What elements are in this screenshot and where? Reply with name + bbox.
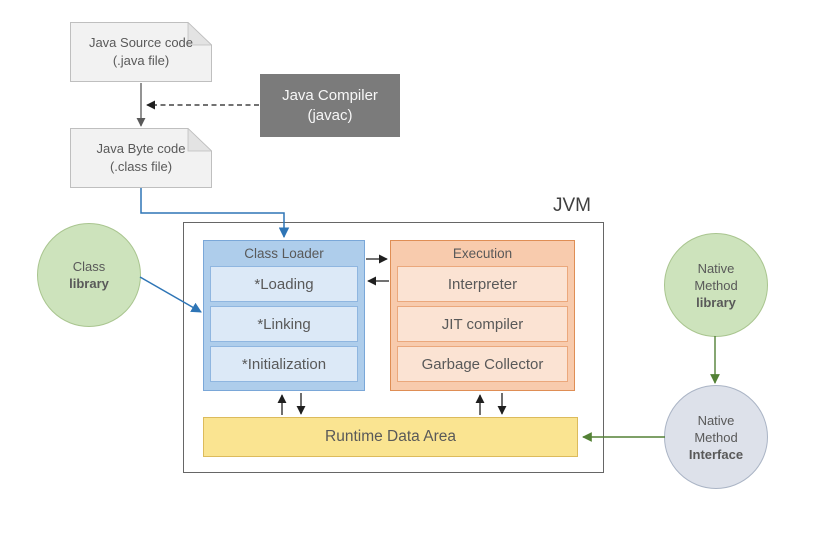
execution-item-interpreter: Interpreter [397, 266, 568, 302]
java-byte-code-node: Java Byte code (.class file) [70, 128, 212, 188]
native-method-library-line1: Native [697, 260, 735, 276]
jvm-boundary-box [183, 222, 604, 473]
java-source-code-node: Java Source code (.java file) [70, 22, 212, 82]
java-compiler-node: Java Compiler (javac) [260, 74, 400, 137]
java-byte-line2: (.class file) [109, 159, 173, 174]
java-byte-line1: Java Byte code [96, 141, 186, 156]
document-shape [70, 128, 212, 188]
class-loader-item-linking: *Linking [210, 306, 358, 342]
java-source-line1: Java Source code [88, 35, 194, 50]
execution-item-jit-compiler: JIT compiler [397, 306, 568, 342]
java-compiler-line2: (javac) [307, 106, 353, 124]
class-loader-box: Class Loader *Loading *Linking *Initiali… [203, 240, 365, 391]
native-method-interface-node: Native Method Interface [664, 385, 768, 489]
native-method-interface-line3: Interface [688, 446, 744, 462]
execution-box: Execution Interpreter JIT compiler Garba… [390, 240, 575, 391]
java-byte-code-label: Java Byte code (.class file) [70, 128, 212, 188]
class-loader-item-loading: *Loading [210, 266, 358, 302]
execution-item-garbage-collector: Garbage Collector [397, 346, 568, 382]
class-library-line2: library [69, 276, 109, 291]
native-method-library-line3: library [696, 294, 736, 310]
class-library-node: Class library [37, 223, 141, 327]
java-source-line2: (.java file) [112, 53, 170, 68]
java-compiler-line1: Java Compiler [282, 86, 378, 104]
native-method-library-line2: Method [694, 277, 738, 293]
runtime-data-area: Runtime Data Area [203, 417, 578, 457]
execution-header: Execution [452, 246, 513, 261]
native-method-library-node: Native Method library [664, 233, 768, 337]
jvm-title: JVM [553, 195, 591, 216]
class-library-line1: Class [72, 259, 106, 274]
document-shape [70, 22, 212, 82]
native-method-interface-line1: Native [697, 412, 735, 428]
native-method-interface-line2: Method [694, 429, 738, 445]
class-loader-item-initialization: *Initialization [210, 346, 358, 382]
java-source-code-label: Java Source code (.java file) [70, 22, 212, 82]
class-loader-header: Class Loader [244, 246, 324, 261]
